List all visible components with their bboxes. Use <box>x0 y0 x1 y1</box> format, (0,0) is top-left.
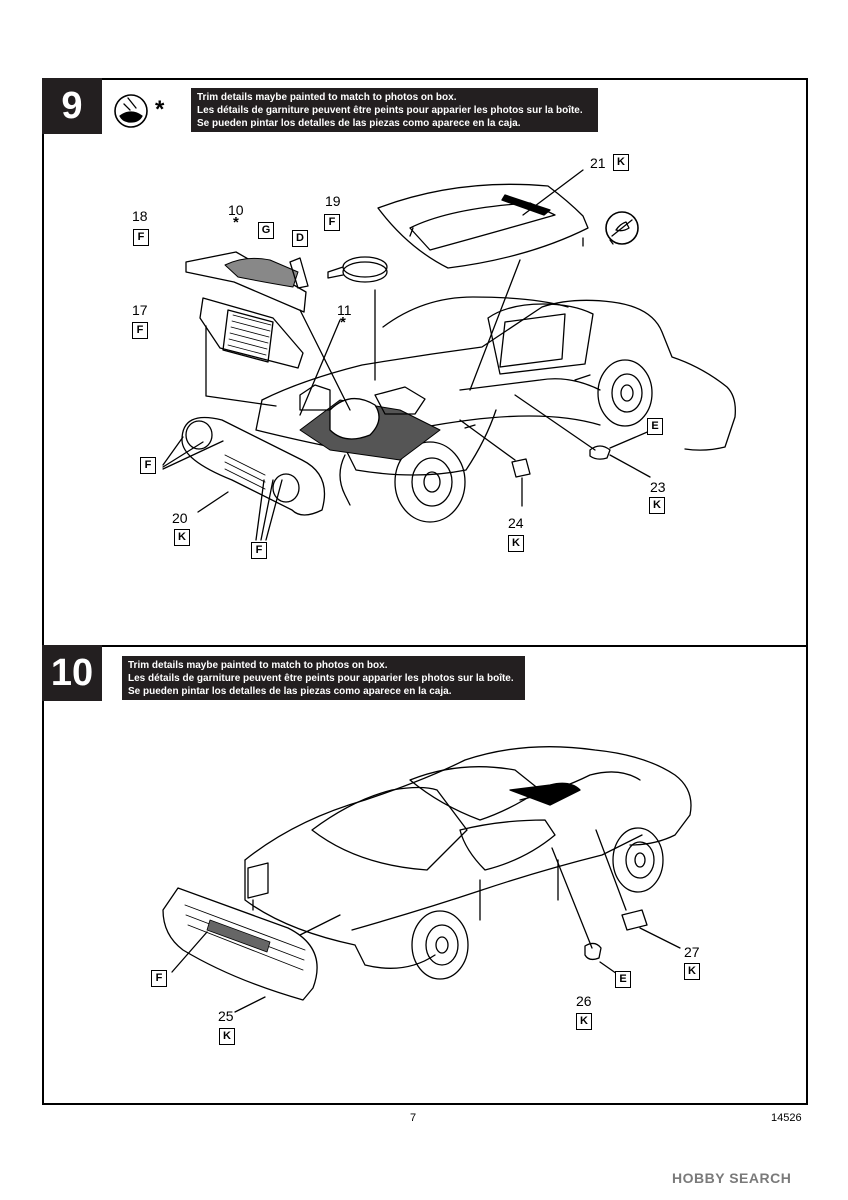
part-20-sprue-letter: K <box>174 529 190 546</box>
part-19-number: 19 <box>325 193 341 209</box>
part-19-sprue-letter: F <box>324 214 340 231</box>
part-25-sprue-letter: K <box>219 1028 235 1045</box>
part-17-sprue-letter: F <box>132 322 148 339</box>
part-23-sprue-letter: K <box>649 497 665 514</box>
part-11-asterisk: * <box>340 314 346 331</box>
part-20-number: 20 <box>172 510 188 526</box>
air-cleaner-19 <box>327 256 388 283</box>
part-17-number: 17 <box>132 302 148 318</box>
mirror-part-26 <box>584 942 602 961</box>
page-number: 7 <box>410 1112 417 1124</box>
part-18-number: 18 <box>132 208 148 224</box>
mirror-part-23 <box>589 445 611 460</box>
front-bumper-20 <box>181 416 326 516</box>
step9-asterisk: * <box>155 96 165 123</box>
rear-bumper-25 <box>162 887 318 1001</box>
part-26-number: 26 <box>576 993 592 1009</box>
step-10-number: 10 <box>42 645 102 701</box>
part-25-number: 25 <box>218 1008 234 1024</box>
sprue-letter-g: G <box>258 222 274 239</box>
no-glue-icon <box>605 211 639 245</box>
note-english: Trim details maybe painted to match to p… <box>197 92 457 103</box>
paint-brush-icon <box>114 94 148 128</box>
note-spanish: Se pueden pintar los detalles de las pie… <box>128 686 452 697</box>
part-24-number: 24 <box>508 515 524 531</box>
note-english: Trim details maybe painted to match to p… <box>128 660 388 671</box>
note-french: Les détails de garniture peuvent être pe… <box>128 673 514 684</box>
step-9-number: 9 <box>42 78 102 134</box>
kit-code: 14526 <box>771 1112 802 1124</box>
sprue-letter-e-step9: E <box>647 418 663 435</box>
watermark-logo: HOBBY SEARCH <box>672 1170 792 1186</box>
hood-part-21 <box>377 183 589 269</box>
part-21-sprue-letter: K <box>613 154 629 171</box>
radiator-support-18 <box>185 251 309 313</box>
part-23-number: 23 <box>650 479 666 495</box>
side-marker-part-24 <box>511 458 531 478</box>
part-10-number: 10 <box>228 202 244 218</box>
side-marker-part-27 <box>621 909 648 931</box>
part-11-number: 11 <box>337 302 352 318</box>
sprue-letter-f-headlights: F <box>140 457 156 474</box>
part-24-sprue-letter: K <box>508 535 524 552</box>
sprue-letter-d: D <box>292 230 308 247</box>
sprue-letter-e-step10: E <box>615 971 631 988</box>
part-21-number: 21 <box>590 155 606 171</box>
step10-car-body <box>244 746 692 980</box>
step-10-panel <box>42 645 808 1105</box>
part-18-sprue-letter: F <box>133 229 149 246</box>
part-27-number: 27 <box>684 944 700 960</box>
step-9-note: Trim details maybe painted to match to p… <box>191 88 598 132</box>
step9-car-body <box>255 296 736 523</box>
part-26-sprue-letter: K <box>576 1013 592 1030</box>
part-27-sprue-letter: K <box>684 963 700 980</box>
part-10-asterisk: * <box>233 214 239 231</box>
sprue-letter-f-step10: F <box>151 970 167 987</box>
sprue-letter-f-grille: F <box>251 542 267 559</box>
note-french: Les détails de garniture peuvent être pe… <box>197 105 583 116</box>
grille-17 <box>199 297 304 369</box>
step-10-note: Trim details maybe painted to match to p… <box>122 656 525 700</box>
note-spanish: Se pueden pintar los detalles de las pie… <box>197 118 521 129</box>
